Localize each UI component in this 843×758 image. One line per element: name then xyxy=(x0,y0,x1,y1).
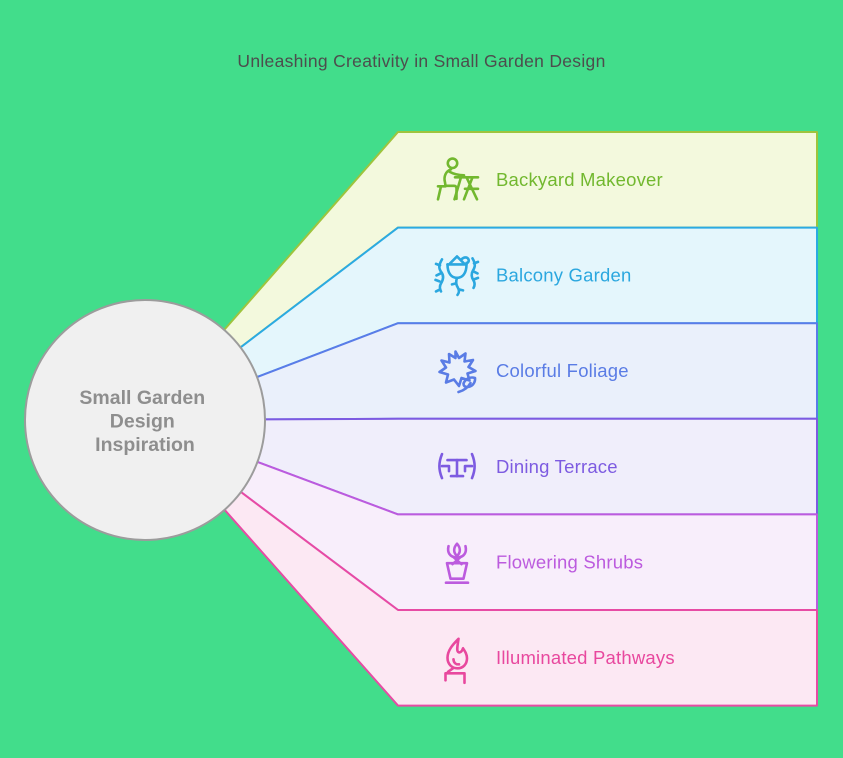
center-circle xyxy=(24,299,266,541)
potted-flower-icon xyxy=(444,542,470,585)
branch-label: Illuminated Pathways xyxy=(496,647,675,668)
branch-label: Flowering Shrubs xyxy=(496,551,643,572)
center-label: Small Garden Design Inspiration xyxy=(79,387,210,456)
page-title: Unleashing Creativity in Small Garden De… xyxy=(237,51,605,71)
hanging-vines-icon xyxy=(434,255,480,297)
maple-leaf-icon xyxy=(438,350,477,394)
picnic-table-person-icon xyxy=(436,157,480,201)
table-and-chairs-icon xyxy=(438,452,476,480)
center-node: Small Garden Design Inspiration xyxy=(24,299,266,541)
branch-label: Backyard Makeover xyxy=(496,169,663,190)
flame-icon xyxy=(444,637,469,685)
branch-label: Colorful Foliage xyxy=(496,360,629,381)
branch-colorful-foliage: Colorful Foliage xyxy=(256,322,818,421)
branch-label: Dining Terrace xyxy=(496,456,618,477)
branch-label: Balcony Garden xyxy=(496,265,631,286)
